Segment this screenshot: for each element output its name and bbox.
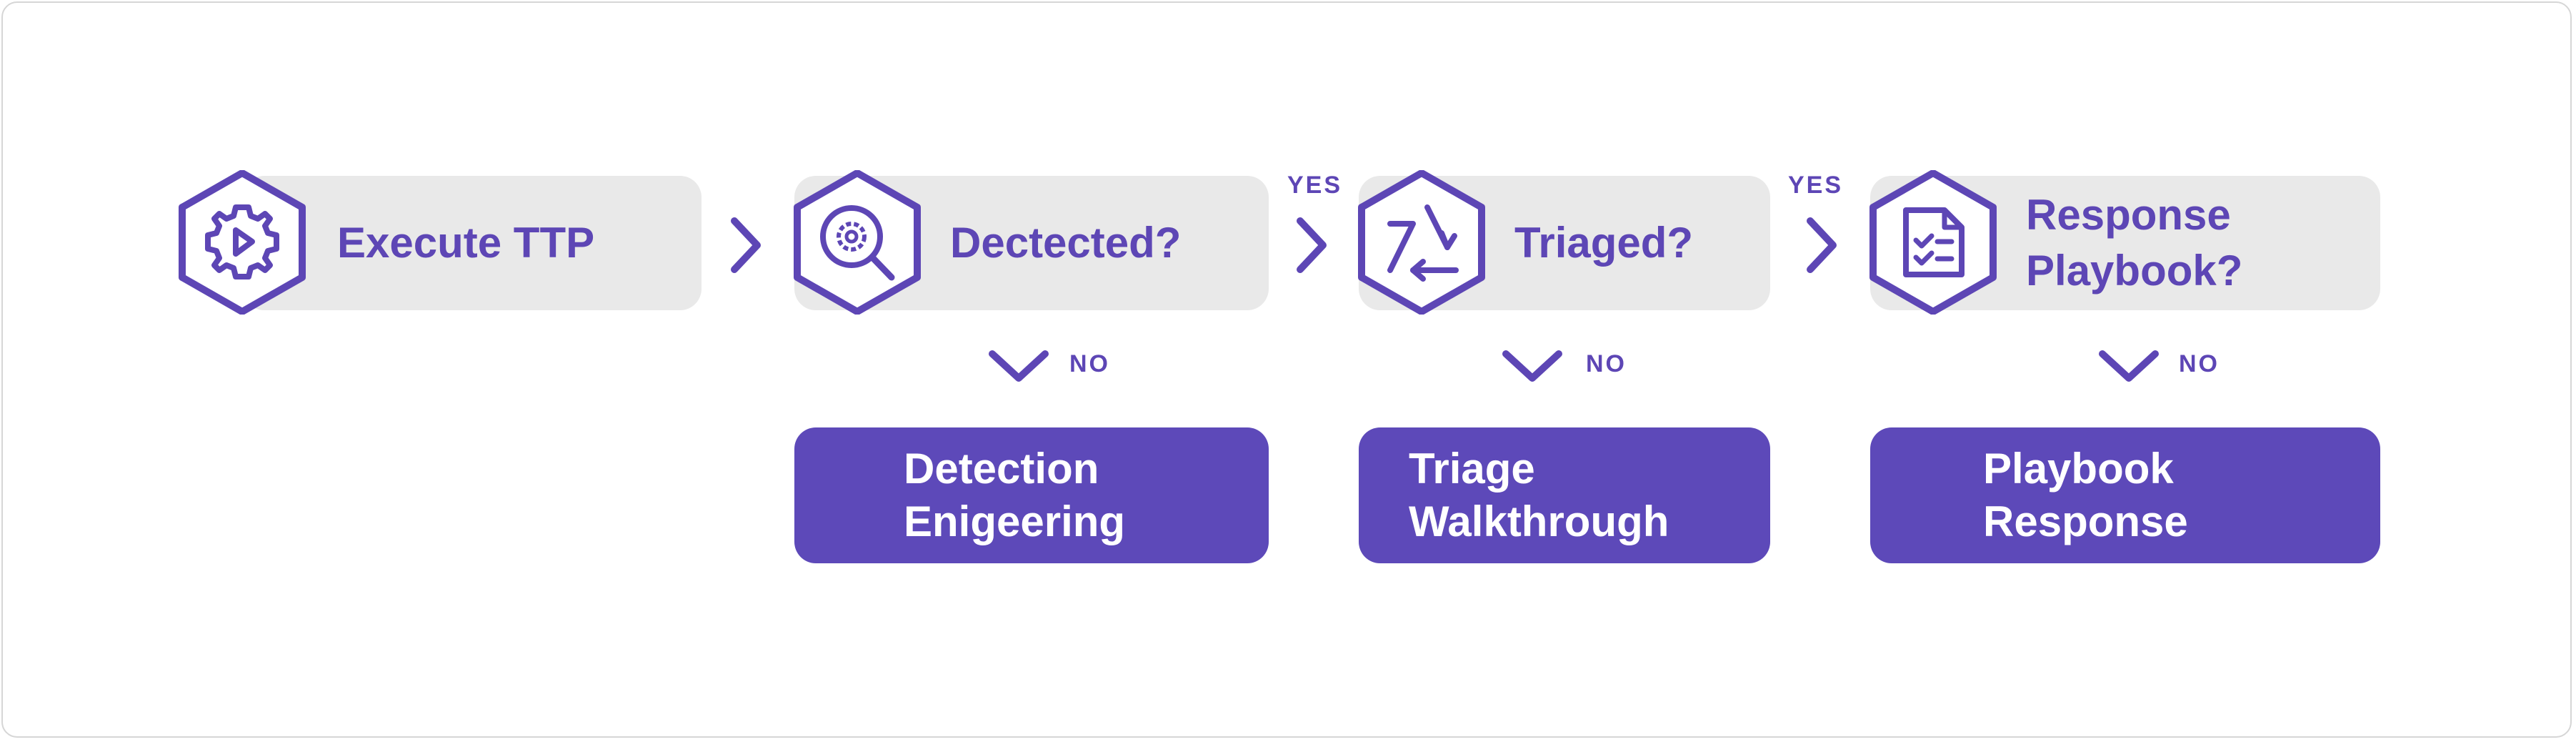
action-label: Detection Enigeering (904, 427, 1125, 563)
step-label: Execute TTP (337, 219, 595, 267)
action-label-line: Enigeering (904, 498, 1126, 545)
chevron-down-icon (2098, 348, 2160, 384)
action-label-line: Response (1983, 498, 2188, 545)
action-label: Playbook Response (1983, 427, 2188, 563)
step-label: Response Playbook? (2026, 176, 2242, 310)
chevron-down-icon (988, 348, 1049, 384)
chevron-down-icon (1502, 348, 1563, 384)
no-label: NO (1069, 350, 1110, 377)
step-label: Triaged? (1514, 219, 1694, 267)
action-playbook-response: Playbook Response (1870, 427, 2380, 563)
chevron-right-icon (1804, 217, 1840, 274)
step-execute-ttp: Execute TTP (243, 176, 702, 310)
step-label-line: Response (2026, 191, 2231, 239)
magnify-gear-icon (792, 170, 923, 315)
action-detection-engineering: Detection Enigeering (794, 427, 1269, 563)
step-label: Dectected? (950, 219, 1182, 267)
no-label: NO (1586, 350, 1627, 377)
gear-play-icon (176, 170, 308, 315)
action-label-line: Detection (904, 445, 1099, 493)
no-label: NO (2179, 350, 2220, 377)
step-label-line: Playbook? (2026, 247, 2243, 295)
triage-arrows-icon (1356, 170, 1487, 315)
action-label-line: Triage (1409, 445, 1535, 493)
chevron-right-icon (1294, 217, 1330, 274)
action-triage-walkthrough: Triage Walkthrough (1359, 427, 1770, 563)
checklist-document-icon (1867, 170, 1999, 315)
action-label-line: Playbook (1983, 445, 2174, 493)
yes-label: YES (1788, 172, 1844, 199)
action-label-line: Walkthrough (1409, 498, 1669, 545)
chevron-right-icon (729, 217, 764, 274)
yes-label: YES (1287, 172, 1343, 199)
action-label: Triage Walkthrough (1409, 427, 1669, 563)
